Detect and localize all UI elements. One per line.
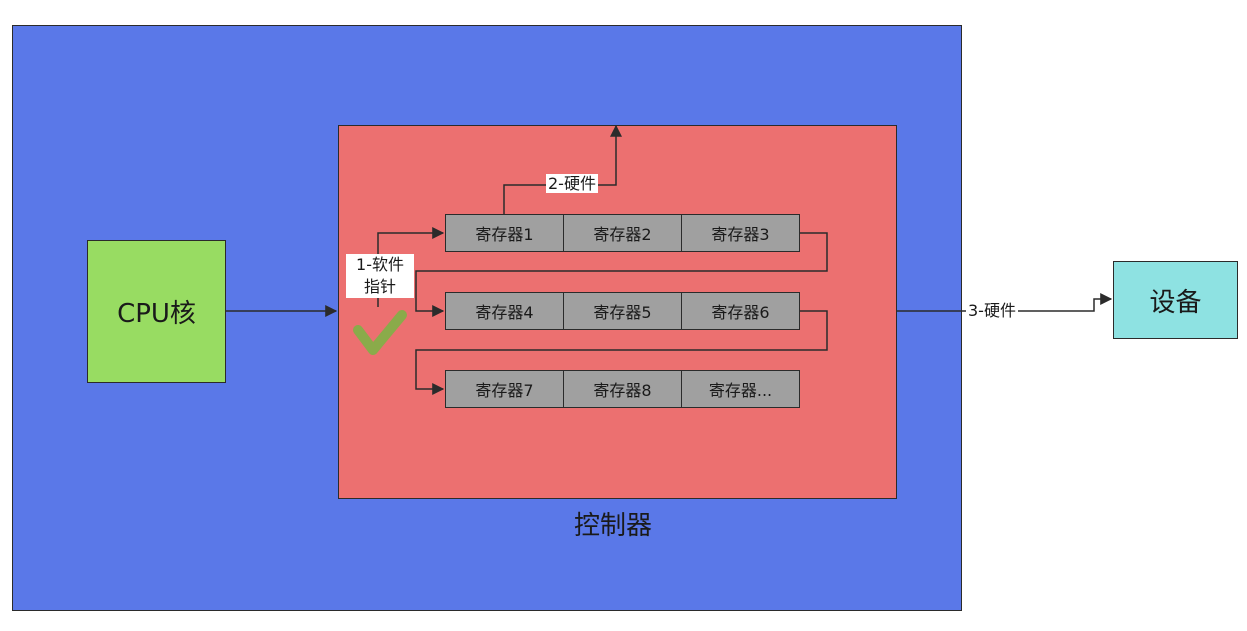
register-8: 寄存器8 xyxy=(563,370,682,408)
device-label: 设备 xyxy=(1149,287,1202,318)
software-pointer-label-line2: 指针 xyxy=(363,277,396,296)
register-6: 寄存器6 xyxy=(681,292,800,330)
register-4: 寄存器4 xyxy=(445,292,564,330)
register-more: 寄存器... xyxy=(681,370,800,408)
cpu-core-box: CPU核 xyxy=(87,240,226,383)
device-box: 设备 xyxy=(1113,261,1238,339)
cpu-core-label: CPU核 xyxy=(117,299,196,329)
software-pointer-label: 1-软件 指针 xyxy=(346,254,414,298)
hardware-up-label: 2-硬件 xyxy=(546,174,598,193)
register-7: 寄存器7 xyxy=(445,370,564,408)
register-3: 寄存器3 xyxy=(681,214,800,252)
controller-label: 控制器 xyxy=(573,511,652,541)
register-1: 寄存器1 xyxy=(445,214,564,252)
software-pointer-label-line1: 1-软件 xyxy=(356,255,404,274)
register-2: 寄存器2 xyxy=(563,214,682,252)
register-5: 寄存器5 xyxy=(563,292,682,330)
hardware-device-label: 3-硬件 xyxy=(966,301,1018,320)
